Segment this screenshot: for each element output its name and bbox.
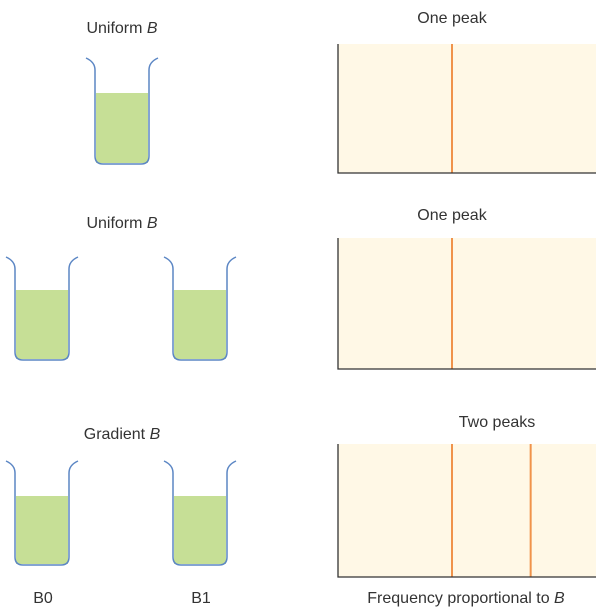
beaker-row1-liquid xyxy=(96,93,148,163)
beaker-row1 xyxy=(85,57,159,165)
b0-label: B0 xyxy=(33,590,53,607)
beaker-row2-left xyxy=(5,256,79,361)
beaker-row1-outline xyxy=(85,57,159,165)
beaker-row2-left-outline xyxy=(5,256,79,361)
spectrum-row3-background xyxy=(338,444,596,577)
beaker-row3-left-outline xyxy=(5,460,79,566)
row3-condition-label: Gradient B xyxy=(83,426,161,443)
beaker-row3-left xyxy=(5,460,79,566)
row2-condition-label: Uniform B xyxy=(86,215,158,232)
frequency-axis-label: Frequency proportional to B xyxy=(367,590,565,607)
spectrum-row1-axes xyxy=(337,44,596,174)
spectrum-row3 xyxy=(337,444,596,578)
spectrum-row1 xyxy=(337,44,596,174)
spectrum-row2-background xyxy=(338,238,596,369)
beaker-row3-right-liquid xyxy=(174,496,226,564)
row1-peak-label: One peak xyxy=(417,10,487,27)
beaker-row3-left-liquid xyxy=(16,496,68,564)
beaker-row3-right xyxy=(163,460,237,566)
row1-condition-label: Uniform B xyxy=(86,20,158,37)
spectrum-row2-axes xyxy=(337,238,596,370)
beaker-row3-right-outline xyxy=(163,460,237,566)
b1-label: B1 xyxy=(191,590,211,607)
beaker-row2-right-outline xyxy=(163,256,237,361)
beaker-row2-right xyxy=(163,256,237,361)
beaker-row2-left-liquid xyxy=(16,290,68,359)
beaker-row2-right-liquid xyxy=(174,290,226,359)
row3-peak-label: Two peaks xyxy=(458,414,536,431)
row2-peak-label: One peak xyxy=(417,207,487,224)
spectrum-row3-axes xyxy=(337,444,596,578)
spectrum-row1-background xyxy=(338,44,596,173)
spectrum-row2 xyxy=(337,238,596,370)
